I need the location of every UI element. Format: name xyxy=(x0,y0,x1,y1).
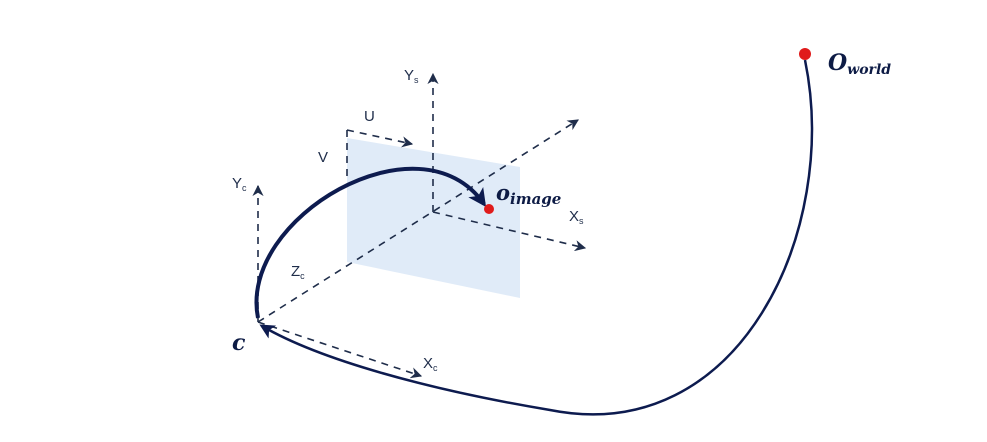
camera-to-image-arrow xyxy=(254,166,487,319)
image-origin-point xyxy=(484,204,494,214)
image-v-label: V xyxy=(318,149,328,166)
camera-center-label: c xyxy=(232,330,246,356)
world-origin-label: Oworld xyxy=(828,50,891,78)
image-origin-label: oimage xyxy=(496,180,561,208)
camera-z-axis xyxy=(257,119,579,323)
sensor-x-axis xyxy=(432,211,587,252)
camera-z-label: Zc xyxy=(291,263,305,281)
image-u-label: U xyxy=(364,108,375,125)
sensor-y-label: Ys xyxy=(404,67,419,85)
image-plane xyxy=(347,138,520,298)
world-origin-point xyxy=(799,48,811,60)
sensor-x-label: Xs xyxy=(569,208,584,226)
image-u-axis xyxy=(346,129,414,148)
camera-x-label: Xc xyxy=(423,355,438,373)
camera-x-axis xyxy=(257,321,423,379)
camera-y-label: Yc xyxy=(232,175,247,193)
world-to-camera-arrow xyxy=(259,59,814,416)
